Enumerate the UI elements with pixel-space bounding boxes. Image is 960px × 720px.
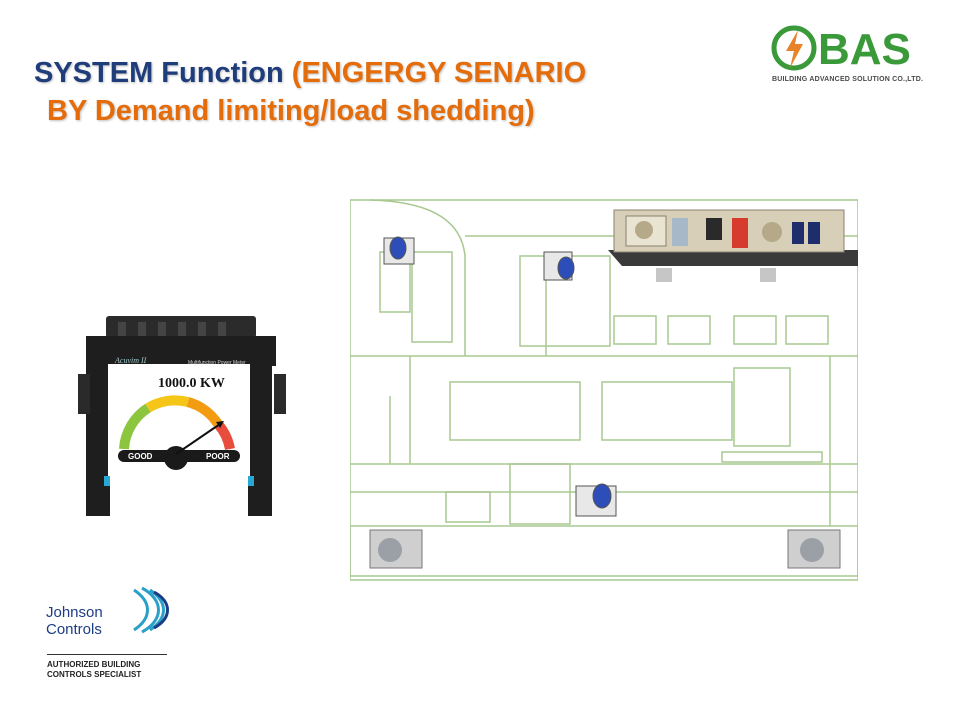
meter-model: Multifunction Power Meter: [188, 360, 246, 366]
chiller-unit-icons: [383, 236, 617, 517]
power-meter-image: [78, 316, 286, 516]
air-handling-unit-image: [608, 209, 858, 282]
title-line-2: BY Demand limiting/load shedding): [47, 95, 535, 127]
logo-subtitle: BUILDING ADVANCED SOLUTION CO.,LTD.: [772, 76, 924, 83]
partner-tagline-line2: CONTROLS SPECIALIST: [47, 670, 142, 679]
logo-ring: [771, 25, 817, 71]
title-part-scenario: (ENGERGY SENARIO: [291, 57, 587, 89]
partner-name-line2: Controls: [46, 621, 102, 638]
gauge-poor-label: POOR: [206, 452, 230, 461]
meter-reading: 1000.0 KW: [158, 376, 225, 391]
partner-name: Johnson Controls: [46, 604, 103, 638]
gauge-good-label: GOOD: [128, 452, 153, 461]
title-part-system: SYSTEM Function: [34, 57, 292, 89]
fan-unit-icons: [369, 529, 841, 569]
lightning-bolt-icon: [786, 30, 803, 68]
meter-brand: Acuvim II: [115, 356, 147, 365]
floor-plan: [350, 199, 858, 581]
partner-tagline: AUTHORIZED BUILDING CONTROLS SPECIALIST: [47, 660, 187, 680]
bas-logo: BAS: [771, 25, 911, 74]
partner-name-line1: Johnson: [46, 604, 103, 621]
johnson-controls-logo: [133, 586, 169, 634]
partner-divider: [47, 654, 167, 655]
logo-text: BAS: [818, 25, 911, 74]
partner-tagline-line1: AUTHORIZED BUILDING: [47, 660, 141, 669]
slide-title: SYSTEM Function (ENGERGY SENARIO BY Dema…: [34, 54, 634, 130]
